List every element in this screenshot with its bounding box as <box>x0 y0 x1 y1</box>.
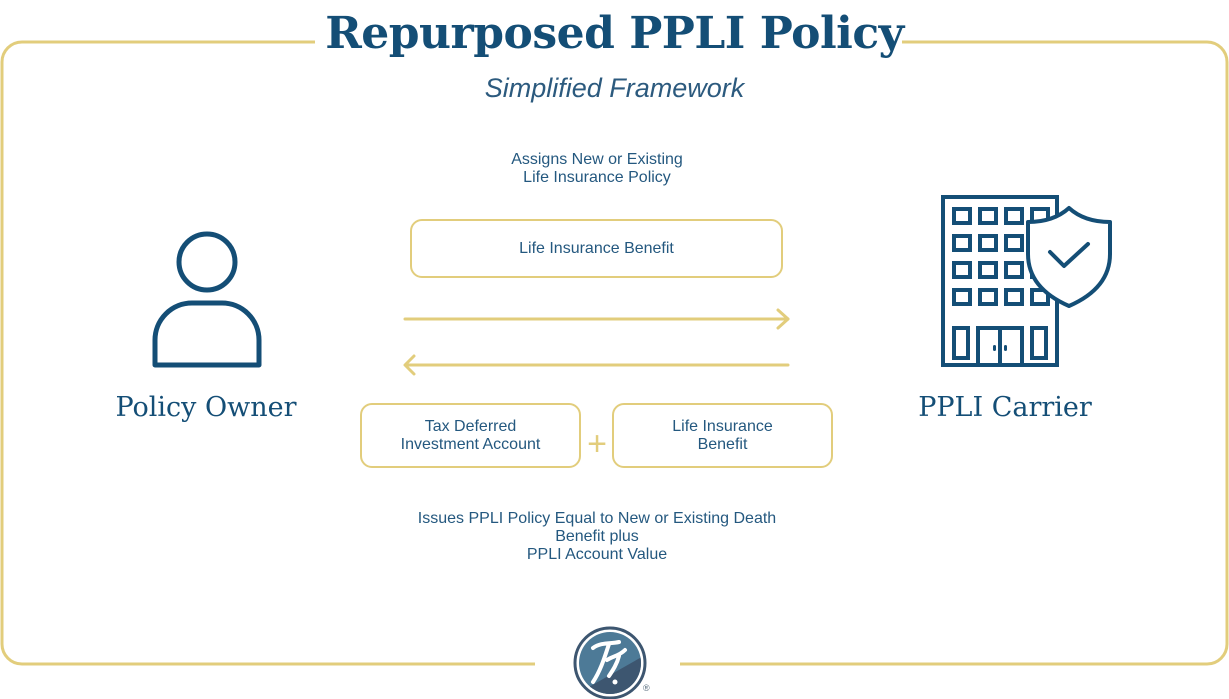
registered-mark: ® <box>643 683 650 693</box>
box-label: Life Insurance Benefit <box>519 239 674 257</box>
box-label: Tax Deferred <box>424 417 517 435</box>
ppli-carrier-label: PPLI Carrier <box>918 392 1092 423</box>
note-line: PPLI Account Value <box>526 546 668 563</box>
box-label: Life Insurance <box>672 417 773 435</box>
arrow-left-icon <box>403 354 790 376</box>
page-title: Repurposed PPLI Policy <box>325 8 904 59</box>
page-subtitle: Simplified Framework <box>484 73 745 103</box>
plus-icon: + <box>587 425 607 463</box>
life-insurance-benefit-box: Life Insurance Benefit <box>410 219 783 278</box>
note-line: Life Insurance Policy <box>523 169 671 186</box>
note-line: Issues PPLI Policy Equal to New or Exist… <box>417 510 777 527</box>
issues-policy-note: Issues PPLI Policy Equal to New or Exist… <box>340 510 854 564</box>
box-label: Investment Account <box>400 435 541 453</box>
arrow-right-icon <box>403 308 790 330</box>
building-shield-icon <box>941 195 1112 367</box>
flow-arrows <box>403 308 790 376</box>
assigns-policy-note: Assigns New or Existing Life Insurance P… <box>400 151 794 187</box>
box-label: Benefit <box>697 435 748 453</box>
note-line: Benefit plus <box>555 528 639 545</box>
note-line: Assigns New or Existing <box>511 151 683 168</box>
policy-owner-label: Policy Owner <box>115 392 297 423</box>
tax-deferred-account-box: Tax Deferred Investment Account <box>360 403 581 468</box>
company-logo-icon <box>573 626 647 699</box>
life-insurance-benefit-box-2: Life Insurance Benefit <box>612 403 833 468</box>
person-icon <box>152 231 262 368</box>
